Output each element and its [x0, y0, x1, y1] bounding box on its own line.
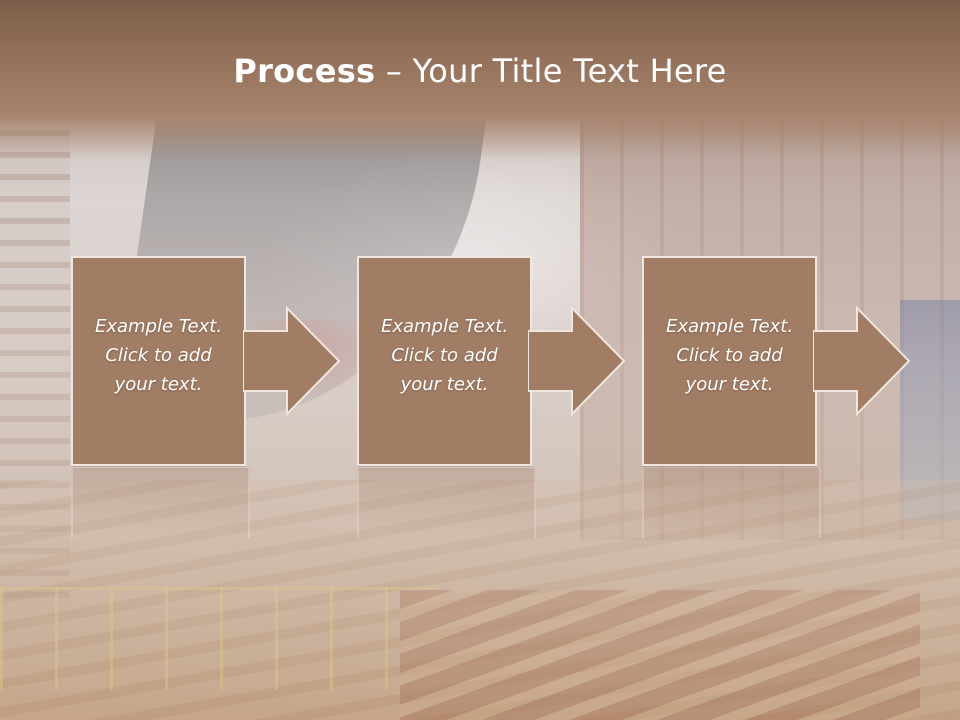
right-arrow-icon — [243, 306, 341, 416]
timber-pile — [400, 590, 920, 720]
step-text-line: Example Text. — [380, 316, 509, 337]
step-text-line: your text. — [685, 374, 774, 395]
step-box[interactable]: Example Text. Click to add your text. — [357, 256, 532, 466]
process-step-2[interactable]: Example Text. Click to add your text. — [357, 256, 532, 466]
step-text[interactable]: Example Text. Click to add your text. — [359, 312, 530, 399]
step-text-line: Click to add — [391, 345, 498, 366]
step-reflection — [357, 468, 536, 538]
step-text[interactable]: Example Text. Click to add your text. — [644, 312, 815, 399]
step-text-line: Example Text. — [94, 316, 223, 337]
title-band — [0, 0, 960, 160]
title-bold: Process — [233, 52, 376, 90]
right-arrow-icon — [813, 306, 911, 416]
step-text-line: Example Text. — [665, 316, 794, 337]
process-step-3[interactable]: Example Text. Click to add your text. — [642, 256, 817, 466]
process-step-1[interactable]: Example Text. Click to add your text. — [71, 256, 246, 466]
title-rest: – Your Title Text Here — [375, 52, 727, 90]
right-arrow-icon — [528, 306, 626, 416]
step-box[interactable]: Example Text. Click to add your text. — [642, 256, 817, 466]
railing — [0, 587, 440, 690]
step-text-line: Click to add — [676, 345, 783, 366]
step-text-line: your text. — [400, 374, 489, 395]
step-box[interactable]: Example Text. Click to add your text. — [71, 256, 246, 466]
step-text[interactable]: Example Text. Click to add your text. — [73, 312, 244, 399]
step-text-line: your text. — [114, 374, 203, 395]
step-reflection — [71, 468, 250, 538]
slide-title[interactable]: Process – Your Title Text Here — [0, 52, 960, 90]
step-reflection — [642, 468, 821, 538]
step-text-line: Click to add — [105, 345, 212, 366]
